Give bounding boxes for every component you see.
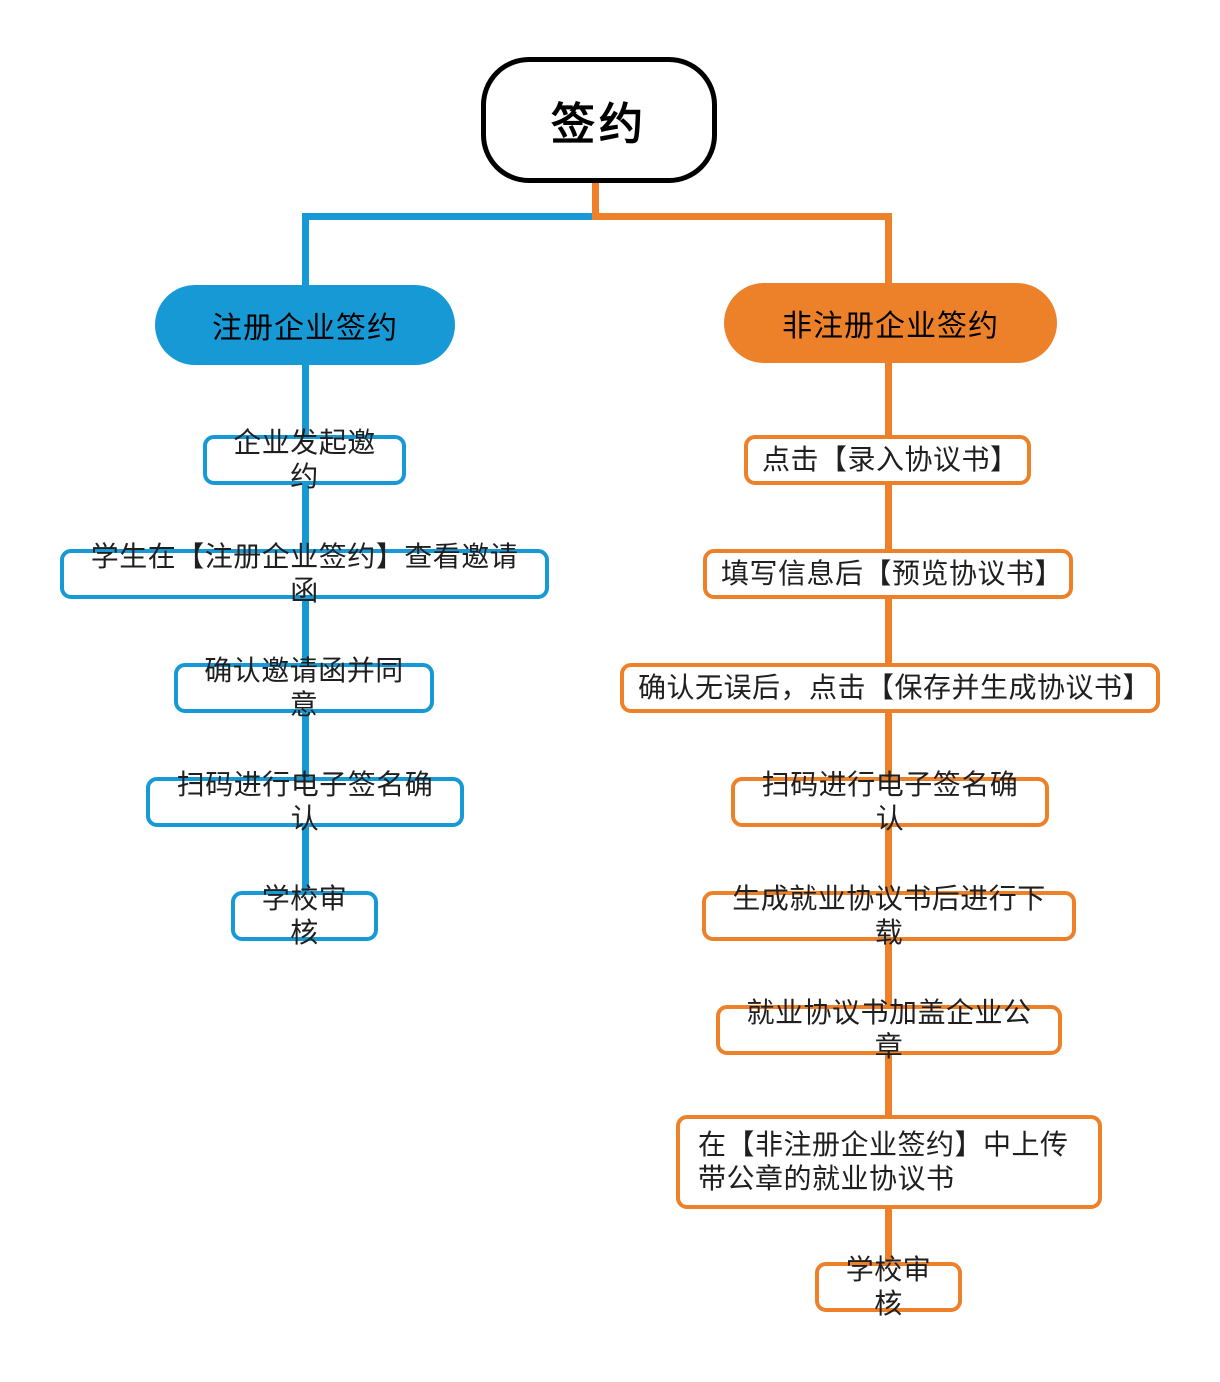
connector-left-4 bbox=[302, 708, 309, 779]
step-right-7-label-line1: 在【非注册企业签约】中上传 bbox=[698, 1128, 1069, 1160]
branch-header-registered[interactable]: 注册企业签约 bbox=[155, 285, 455, 365]
step-right-5[interactable]: 生成就业协议书后进行下载 bbox=[702, 883, 1076, 948]
connector-right-7 bbox=[885, 1050, 892, 1118]
step-right-6[interactable]: 就业协议书加盖企业公章 bbox=[716, 997, 1062, 1062]
step-right-8[interactable]: 学校审核 bbox=[815, 1254, 962, 1319]
step-right-7-label-line2: 带公章的就业协议书 bbox=[698, 1163, 955, 1194]
step-left-3[interactable]: 确认邀请函并同意 bbox=[174, 655, 434, 720]
connector-left-5 bbox=[302, 822, 309, 893]
step-left-1[interactable]: 企业发起邀约 bbox=[203, 427, 406, 492]
step-right-3-label: 确认无误后，点击【保存并生成协议书】 bbox=[638, 671, 1152, 703]
connector-right-3 bbox=[885, 594, 892, 665]
connector-right-drop bbox=[885, 213, 892, 291]
step-right-4[interactable]: 扫码进行电子签名确认 bbox=[731, 769, 1049, 834]
branch-header-registered-label: 注册企业签约 bbox=[212, 312, 398, 345]
step-right-7-label: 在【非注册企业签约】中上传 带公章的就业协议书 bbox=[680, 1128, 1098, 1196]
connector-left-drop bbox=[302, 213, 309, 291]
step-left-3-label: 确认邀请函并同意 bbox=[204, 654, 404, 720]
step-left-4-label: 扫码进行电子签名确认 bbox=[176, 768, 434, 834]
connector-right-2 bbox=[885, 480, 892, 551]
step-left-5[interactable]: 学校审核 bbox=[231, 883, 378, 948]
step-right-2[interactable]: 填写信息后【预览协议书】 bbox=[703, 549, 1073, 599]
branch-header-unregistered-label: 非注册企业签约 bbox=[782, 310, 999, 343]
connector-left-1 bbox=[302, 360, 309, 439]
step-left-2-label: 学生在【注册企业签约】查看邀请函 bbox=[90, 540, 519, 606]
step-right-7[interactable]: 在【非注册企业签约】中上传 带公章的就业协议书 bbox=[676, 1115, 1102, 1209]
step-right-1-label: 点击【录入协议书】 bbox=[762, 443, 1019, 475]
branch-header-unregistered[interactable]: 非注册企业签约 bbox=[724, 283, 1057, 363]
connector-right-1 bbox=[885, 358, 892, 437]
step-right-1[interactable]: 点击【录入协议书】 bbox=[744, 435, 1031, 485]
connector-left-3 bbox=[302, 594, 309, 665]
connector-split-right bbox=[592, 213, 892, 220]
step-left-5-label: 学校审核 bbox=[261, 882, 348, 948]
connector-right-5 bbox=[885, 822, 892, 893]
step-right-4-label: 扫码进行电子签名确认 bbox=[761, 768, 1019, 834]
step-right-2-label: 填写信息后【预览协议书】 bbox=[721, 557, 1064, 589]
connector-left-2 bbox=[302, 480, 309, 551]
root-node-label: 签约 bbox=[551, 100, 647, 149]
connector-right-4 bbox=[885, 708, 892, 779]
step-right-8-label: 学校审核 bbox=[845, 1253, 932, 1319]
root-node-sign-contract[interactable]: 签约 bbox=[481, 57, 717, 183]
step-left-1-label: 企业发起邀约 bbox=[233, 426, 376, 492]
connector-split-left bbox=[302, 213, 594, 220]
connector-root-stem bbox=[592, 182, 599, 219]
step-right-3[interactable]: 确认无误后，点击【保存并生成协议书】 bbox=[620, 663, 1160, 713]
step-right-5-label: 生成就业协议书后进行下载 bbox=[732, 882, 1046, 948]
step-left-2[interactable]: 学生在【注册企业签约】查看邀请函 bbox=[60, 541, 549, 606]
step-right-6-label: 就业协议书加盖企业公章 bbox=[746, 996, 1032, 1062]
connector-right-8 bbox=[885, 1207, 892, 1264]
step-left-4[interactable]: 扫码进行电子签名确认 bbox=[146, 769, 464, 834]
connector-right-6 bbox=[885, 936, 892, 1007]
